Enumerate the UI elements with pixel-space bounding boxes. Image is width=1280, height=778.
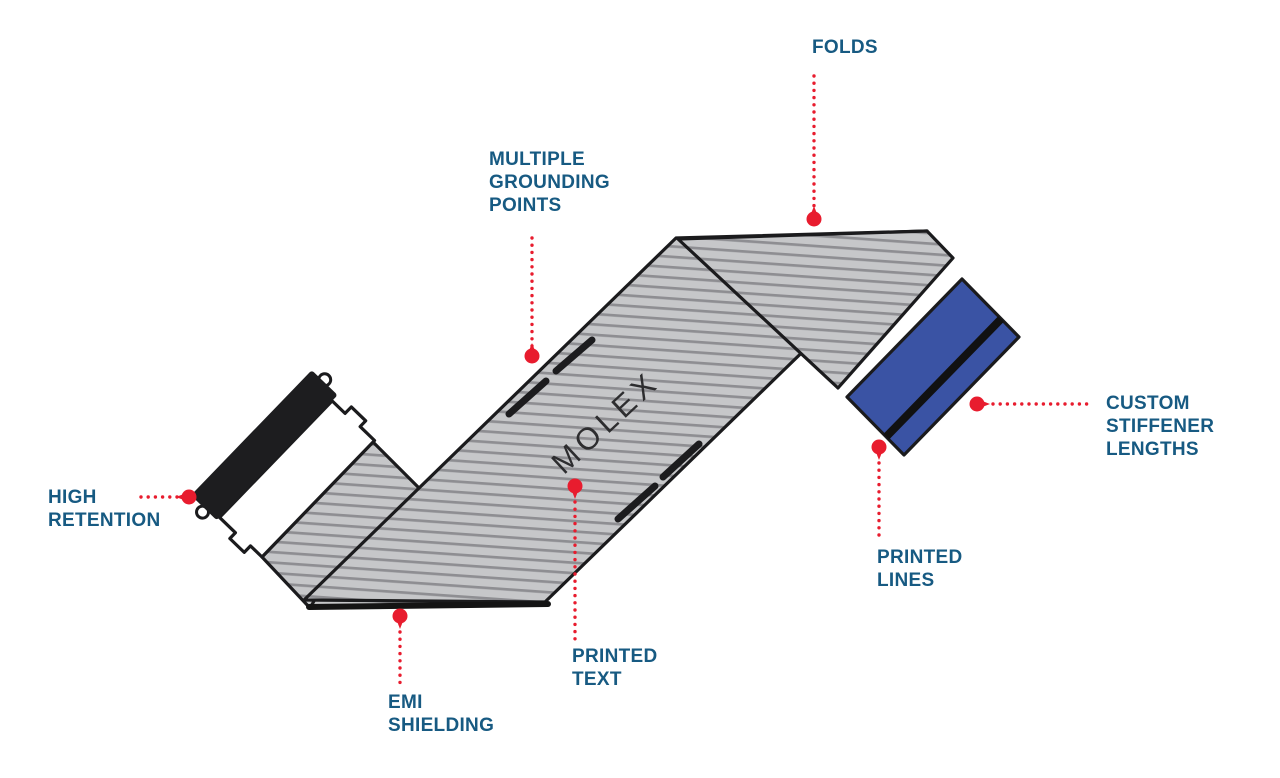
leader-folds bbox=[806, 74, 822, 227]
label-high-retention: HIGH RETENTION bbox=[48, 486, 160, 532]
label-folds: FOLDS bbox=[812, 36, 878, 59]
label-line: PRINTED bbox=[877, 547, 963, 568]
label-line: SHIELDING bbox=[388, 715, 495, 736]
leader-emi bbox=[392, 608, 408, 686]
label-line: FOLDS bbox=[812, 37, 878, 58]
emi-shield-edge bbox=[306, 601, 551, 610]
label-multiple-grounding-points: MULTIPLE GROUNDING POINTS bbox=[489, 148, 610, 217]
connector bbox=[192, 371, 377, 559]
leader-printed-text bbox=[567, 478, 583, 641]
leader-printed-lines bbox=[871, 439, 887, 543]
label-line: PRINTED bbox=[572, 646, 658, 667]
leader-high-retention bbox=[139, 489, 197, 505]
grounding-pad-1 bbox=[552, 336, 596, 375]
label-line: STIFFENER bbox=[1106, 416, 1215, 437]
label-line: MULTIPLE bbox=[489, 149, 585, 170]
label-line: GROUNDING bbox=[489, 172, 610, 193]
stiffener bbox=[845, 277, 1021, 457]
label-line: EMI bbox=[388, 692, 423, 713]
grounding-pad-2 bbox=[505, 377, 550, 418]
label-line: POINTS bbox=[489, 195, 562, 216]
label-line: HIGH bbox=[48, 487, 97, 508]
cable-right-run-fold bbox=[676, 229, 955, 390]
connector-body bbox=[217, 399, 377, 559]
connector-bar bbox=[192, 371, 337, 520]
grounding-pad-3 bbox=[659, 440, 703, 481]
grounding-pads bbox=[505, 336, 703, 523]
label-emi-shielding: EMI SHIELDING bbox=[388, 691, 494, 737]
label-line: LINES bbox=[877, 570, 935, 591]
label-printed-lines: PRINTED LINES bbox=[877, 546, 963, 592]
label-line: RETENTION bbox=[48, 510, 161, 531]
grounding-pad-4 bbox=[614, 482, 659, 523]
label-custom-stiffener-lengths: CUSTOM STIFFENER LENGTHS bbox=[1106, 392, 1214, 461]
label-line: LENGTHS bbox=[1106, 439, 1199, 460]
leader-stiffener bbox=[969, 396, 1089, 412]
label-line: TEXT bbox=[572, 669, 622, 690]
label-printed-text: PRINTED TEXT bbox=[572, 645, 658, 691]
printed-line bbox=[883, 316, 1004, 440]
leader-grounding bbox=[524, 236, 540, 364]
label-line: CUSTOM bbox=[1106, 393, 1190, 414]
